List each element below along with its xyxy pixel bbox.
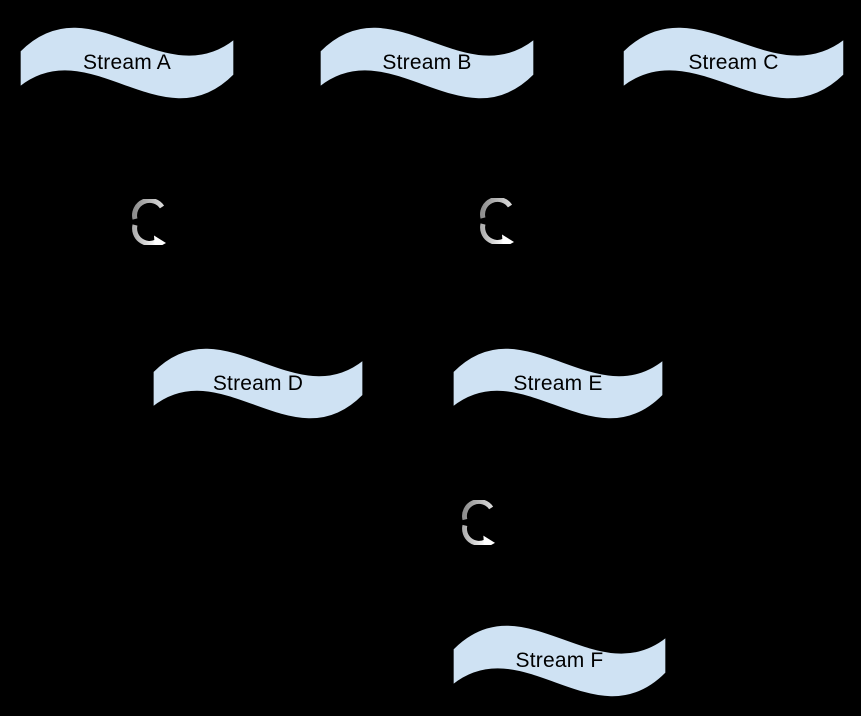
node-stream-a: Stream A xyxy=(18,25,236,101)
node-stream-c: Stream C xyxy=(621,25,846,101)
wave-shape xyxy=(151,346,365,421)
wave-shape xyxy=(621,25,846,101)
loop-arrow-icon xyxy=(462,500,495,545)
node-label: Stream E xyxy=(513,371,603,395)
node-label: Stream C xyxy=(688,51,779,74)
node-stream-d: Stream D xyxy=(151,346,365,421)
loop-arrow-icon xyxy=(480,198,514,244)
loop-arrow-icon xyxy=(132,199,166,245)
node-stream-b: Stream B xyxy=(318,25,536,101)
wave-shape xyxy=(451,346,665,421)
node-label: Stream B xyxy=(382,51,472,74)
wave-shape xyxy=(318,25,536,101)
wave-shape xyxy=(18,25,236,101)
node-stream-f: Stream F xyxy=(451,623,668,699)
wave-shape xyxy=(451,623,668,699)
node-label: Stream F xyxy=(515,649,604,672)
node-label: Stream A xyxy=(83,51,171,74)
node-stream-e: Stream E xyxy=(451,346,665,421)
node-label: Stream D xyxy=(212,371,304,395)
